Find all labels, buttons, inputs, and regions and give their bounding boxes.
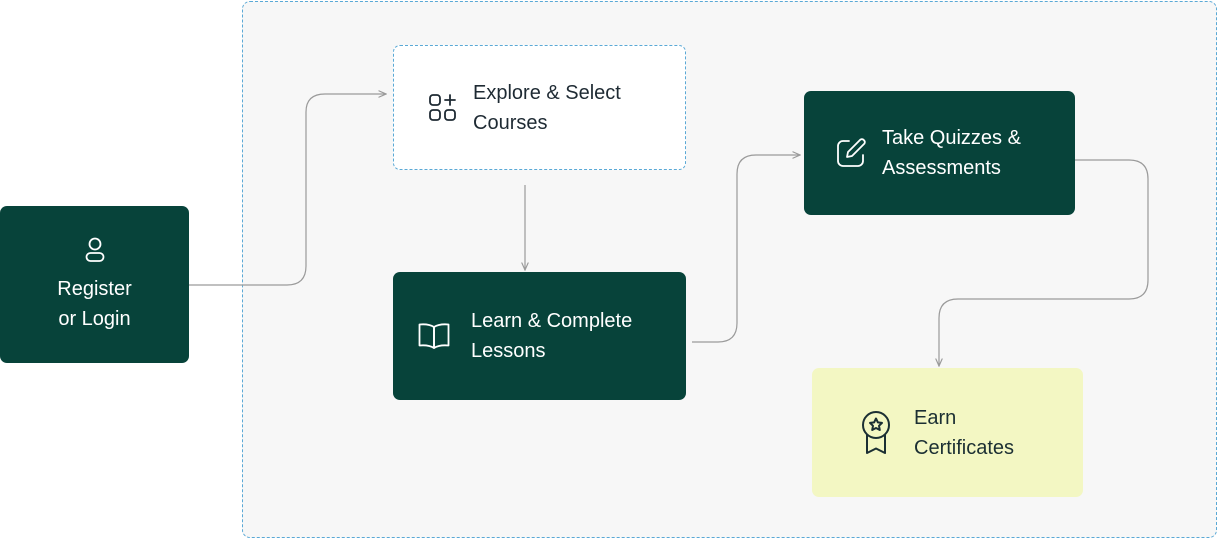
node-explore-label: Explore & Select Courses — [473, 81, 621, 134]
edit-square-icon — [834, 136, 868, 170]
edge-learn-quiz — [692, 155, 800, 343]
book-open-icon — [417, 321, 451, 351]
node-register-label: Register or Login — [57, 277, 132, 330]
node-learn: Learn & Complete Lessons — [393, 272, 686, 400]
node-learn-label: Learn & Complete Lessons — [471, 310, 633, 362]
node-cert-label: Earn Certificates — [914, 406, 1015, 459]
award-badge-icon — [858, 409, 894, 457]
edge-register-explore — [189, 94, 386, 286]
node-cert: Earn Certificates — [812, 368, 1083, 497]
node-register: Register or Login — [0, 206, 189, 363]
node-explore: Explore & Select Courses — [393, 45, 686, 170]
node-quiz-label: Take Quizzes & Assessments — [882, 127, 1021, 179]
edge-quiz-cert — [939, 159, 1149, 366]
grid-plus-icon — [427, 92, 459, 124]
node-quiz: Take Quizzes & Assessments — [804, 91, 1075, 215]
user-icon — [83, 236, 107, 264]
